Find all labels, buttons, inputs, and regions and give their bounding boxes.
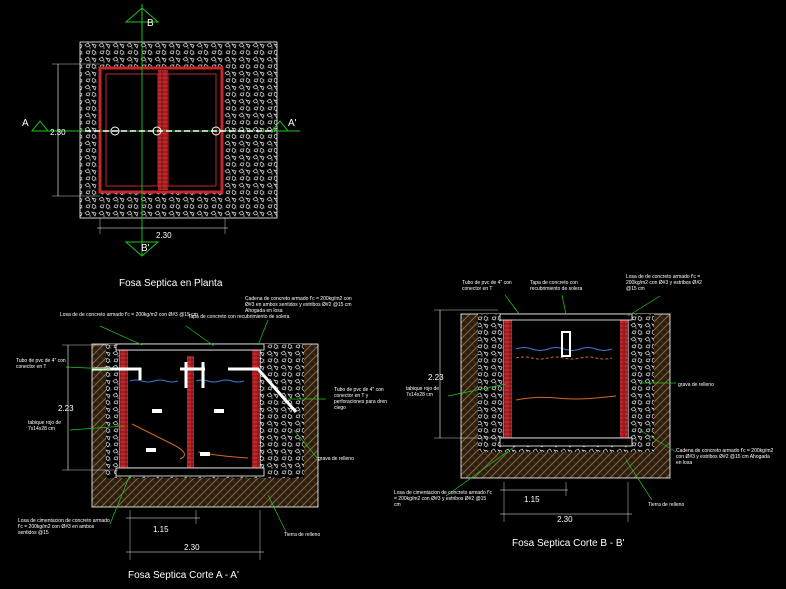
aa-label-tubo-out: Tubo de pvc de 4" con conector en T y pe… (334, 387, 388, 411)
plan-tee-3 (211, 126, 221, 136)
aa-label-losa-base: Losa de cimentacion de concreto armado f… (18, 518, 110, 536)
bb-label-cadena: Cadena de concreto armado f'c = 200kg/m2… (676, 448, 774, 466)
bb-label-tabique: tabique rojo de 7x14x28 cm (406, 386, 440, 398)
bb-label-losa-top-wrap: Losa de de concreto armado f'c = 200kg/m… (626, 274, 702, 292)
plan-dim-width: 2.30 (156, 231, 172, 240)
bb-wall-left (504, 318, 512, 438)
section-marker-b-top (124, 4, 160, 34)
bb-sludge (515, 395, 617, 401)
aa-block-2 (146, 448, 156, 452)
bb-bottom-slab (499, 437, 633, 447)
aa-dim-width: 2.30 (184, 543, 200, 552)
aa-sludge-1 (131, 423, 185, 460)
plan-label-b: B (147, 18, 154, 29)
bb-scum (515, 356, 613, 360)
aa-pipe-out (228, 367, 298, 413)
aa-wall-left (120, 350, 128, 468)
aa-label-tierra: Tierra de relleno (284, 532, 320, 538)
bb-tank-interior (503, 317, 629, 439)
plan-view: B B' A A' 2.30 2.30 Fosa Septica en Plan… (22, 4, 300, 289)
bb-label-tubo-wrap: Tubo de pvc de 4" con conector en T (462, 280, 512, 292)
aa-partition (187, 356, 194, 468)
section-marker-a-right (270, 120, 290, 132)
bb-label-losa-top: Losa de de concreto armado f'c = 200kg/m… (626, 274, 702, 292)
aa-label-cadena: Cadena de concreto armado f'c = 200kg/m2… (245, 296, 352, 314)
bb-label-losa-base-wrap: Losa de cimentacion de concreto armado f… (394, 490, 492, 508)
bb-label-tabique-wrap: tabique rojo de 7x14x28 cm (406, 386, 440, 398)
aa-bottom-slab (115, 467, 265, 477)
aa-label-grava: grava de relleno (318, 456, 354, 462)
aa-block-4 (200, 452, 210, 456)
aa-label-tapa: Tapa de concreto con recubrimiento de so… (188, 314, 290, 320)
bb-dim-partial: 1.15 (524, 495, 540, 504)
plan-tee-2 (152, 126, 162, 136)
aa-title: Fosa Septica Corte A - A' (128, 570, 239, 581)
bb-dim-width: 2.30 (557, 515, 573, 524)
plan-title: Fosa Septica en Planta (119, 278, 223, 289)
bb-label-tubo: Tubo de pvc de 4" con conector en T (462, 280, 512, 292)
aa-dim-partial: 1.15 (153, 525, 169, 534)
plan-label-b-prime: B' (141, 243, 150, 254)
bb-wall-right (620, 318, 628, 438)
bb-label-tapa-wrap: Tapa de concreto con recubrimiento de so… (530, 280, 583, 292)
aa-label-cadena-wrap: Cadena de concreto armado f'c = 200kg/m2… (245, 296, 352, 314)
aa-pipe-tees (180, 362, 205, 388)
aa-block-1 (152, 409, 162, 413)
plan-partition (158, 70, 168, 190)
bb-label-tierra: Tierra de relleno (648, 502, 684, 508)
aa-label-losa-top: Losa de de concreto armado f'c = 200kg/m… (60, 312, 198, 318)
aa-top-slab (115, 343, 265, 351)
aa-label-tubo-in-wrap: Tubo de pvc de 4" con conector en T (16, 358, 66, 370)
plan-label-a-prime: A' (288, 118, 297, 129)
aa-water-1 (129, 379, 179, 383)
section-marker-a-left (30, 120, 50, 132)
plan-tee-1 (110, 126, 120, 136)
aa-wall-right (252, 350, 260, 468)
aa-dim-height: 2.23 (58, 404, 74, 413)
aa-label-tabique-wrap: tabique rojo de 7x14x28 cm (28, 420, 62, 432)
bb-pipe-tee (561, 331, 571, 357)
bb-dim-height: 2.23 (428, 373, 444, 382)
aa-leaders (65, 319, 326, 533)
plan-label-a: A (22, 118, 29, 129)
bb-label-losa-base: Losa de cimentacion de concreto armado f… (394, 490, 492, 508)
bb-label-tapa: Tapa de concreto con recubrimiento de so… (530, 280, 583, 292)
plan-dim-height: 2.30 (50, 128, 66, 137)
aa-label-tabique: tabique rojo de 7x14x28 cm (28, 420, 62, 432)
aa-label-losa-base-wrap: Losa de cimentacion de concreto armado f… (18, 518, 110, 536)
aa-label-tubo-in: Tubo de pvc de 4" con conector en T (16, 358, 66, 370)
section-marker-b-bottom (124, 241, 160, 257)
bb-water (515, 347, 613, 351)
section-bb-view: 2.23 1.15 2.30 Tubo de pvc de 4" con con… (394, 274, 774, 549)
bb-leaders (445, 294, 677, 501)
section-aa-view: 2.23 1.15 2.30 Losa de de concreto armad… (16, 296, 388, 581)
bb-label-cadena-wrap: Cadena de concreto armado f'c = 200kg/m2… (676, 448, 774, 466)
bb-label-grava: grava de relleno (678, 382, 714, 388)
bb-title: Fosa Septica Corte B - B' (512, 538, 625, 549)
aa-block-3 (214, 409, 224, 413)
aa-label-tubo-out-wrap: Tubo de pvc de 4" con conector en T y pe… (334, 387, 388, 411)
